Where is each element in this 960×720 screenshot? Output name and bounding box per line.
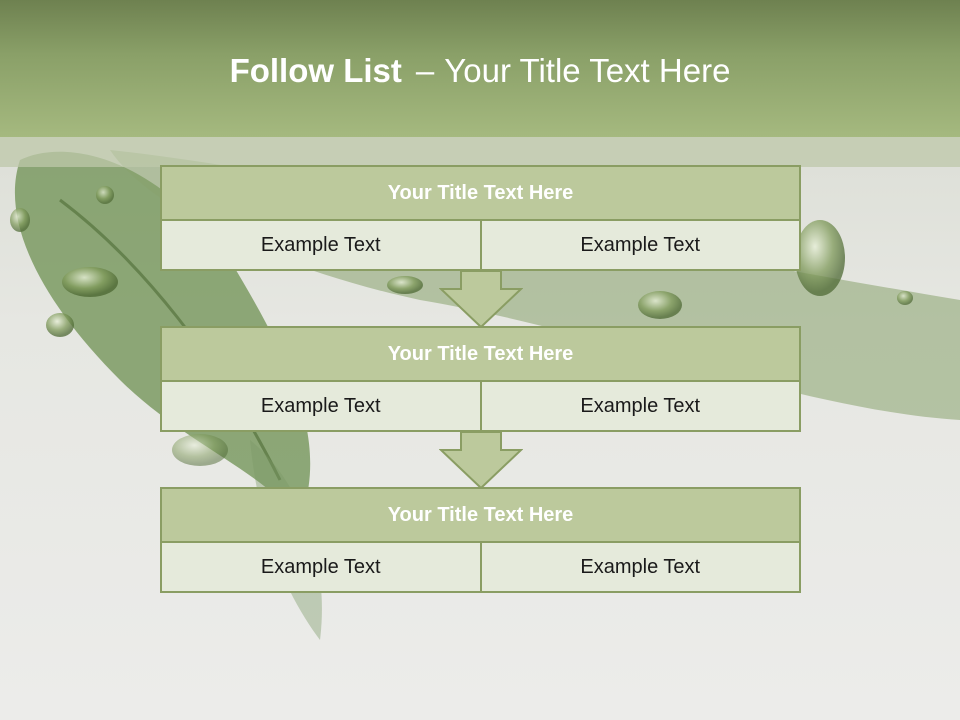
block-cell-left: Example Text bbox=[160, 382, 482, 432]
block-title: Your Title Text Here bbox=[160, 326, 801, 382]
block-title: Your Title Text Here bbox=[160, 487, 801, 543]
block-cell-right: Example Text bbox=[481, 382, 801, 432]
block-row: Example Text Example Text bbox=[160, 543, 801, 593]
block-cell-right: Example Text bbox=[481, 543, 801, 593]
header-band bbox=[0, 0, 960, 137]
page-title: Follow List–Your Title Text Here bbox=[0, 52, 960, 90]
block-cell-left: Example Text bbox=[160, 221, 482, 271]
list-block-2: Your Title Text Here Example Text Exampl… bbox=[160, 326, 801, 432]
block-row: Example Text Example Text bbox=[160, 382, 801, 432]
list-block-3: Your Title Text Here Example Text Exampl… bbox=[160, 487, 801, 593]
page-title-rest: Your Title Text Here bbox=[444, 52, 731, 89]
down-arrow-icon bbox=[439, 271, 523, 329]
block-row: Example Text Example Text bbox=[160, 221, 801, 271]
block-cell-left: Example Text bbox=[160, 543, 482, 593]
block-cell-right: Example Text bbox=[481, 221, 801, 271]
page-title-dash: – bbox=[415, 52, 435, 89]
down-arrow-icon bbox=[439, 432, 523, 490]
list-block-1: Your Title Text Here Example Text Exampl… bbox=[160, 165, 801, 271]
page-title-bold: Follow List bbox=[229, 52, 402, 89]
header-strip bbox=[0, 137, 960, 167]
block-title: Your Title Text Here bbox=[160, 165, 801, 221]
